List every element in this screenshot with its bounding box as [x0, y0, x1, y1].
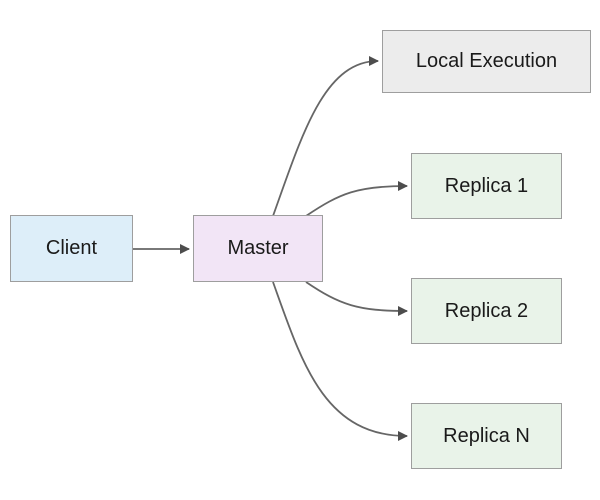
node-master: Master — [193, 215, 323, 282]
edge-master-to-replica-1 — [305, 181, 408, 217]
node-replica-2-label: Replica 2 — [444, 299, 529, 322]
node-master-label: Master — [227, 237, 289, 259]
node-replica-1: Replica 1 — [411, 153, 562, 219]
edge-master-to-replica-2 — [305, 281, 408, 316]
node-client-label: Client — [45, 237, 98, 259]
node-local-execution: Local Execution — [382, 30, 591, 93]
edge-master-to-replica-n — [272, 281, 408, 441]
edge-master-to-local-execution — [272, 56, 379, 217]
node-replica-1-label: Replica 1 — [444, 174, 529, 197]
node-client: Client — [10, 215, 133, 282]
node-local-execution-label: Local Execution — [415, 50, 558, 72]
node-replica-n: Replica N — [411, 403, 562, 469]
node-replica-2: Replica 2 — [411, 278, 562, 344]
node-replica-n-label: Replica N — [443, 424, 530, 447]
